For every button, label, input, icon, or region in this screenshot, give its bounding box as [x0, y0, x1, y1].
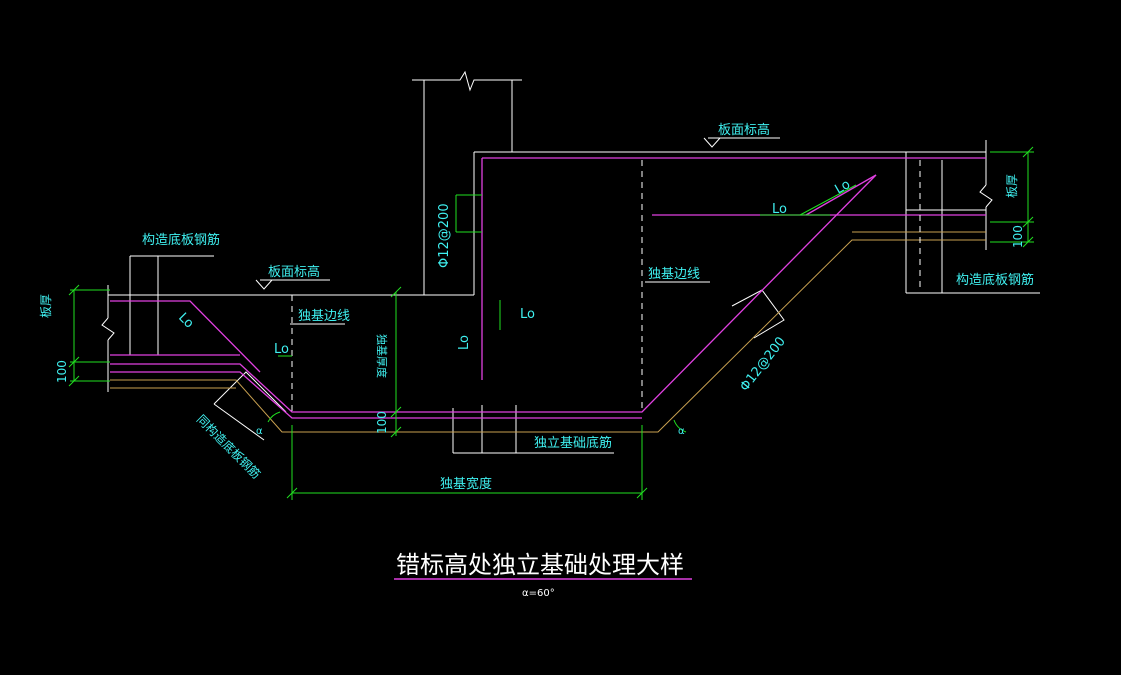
footing-edge-dashes — [291, 160, 921, 412]
dimension-lines — [68, 146, 1034, 500]
label-lo-1: Lo — [520, 307, 535, 322]
label-dim-100-left: 100 — [55, 360, 69, 383]
label-footing-width: 独基宽度 — [440, 476, 492, 492]
angle-arcs — [267, 411, 687, 433]
label-lo-3: Lo — [772, 202, 787, 217]
label-dim-100-right: 100 — [1011, 225, 1025, 248]
label-rebar-vertical: Φ12@200 — [437, 203, 452, 268]
label-footing-bottom-rebar: 独立基础底筋 — [534, 435, 612, 451]
label-slab-thick-right: 板厚 — [1005, 174, 1019, 198]
label-slab-top-elev-right: 板面标高 — [718, 122, 770, 138]
label-lo-6: Lo — [833, 177, 854, 197]
elevation-marks — [255, 137, 780, 454]
drawing-title: 错标高处独立基础处理大样 — [396, 551, 684, 579]
label-footing-thickness: 独基厚度 — [375, 334, 389, 378]
drawing-subtitle: α=60° — [522, 588, 555, 599]
label-slab-thick-left: 板厚 — [39, 294, 53, 318]
label-struct-bottom-rebar-right: 构造底板钢筋 — [956, 272, 1034, 288]
label-alpha-left: α — [256, 426, 263, 437]
label-struct-bottom-rebar-left: 构造底板钢筋 — [142, 232, 220, 248]
cushion-line — [110, 231, 986, 433]
label-lo-2: Lo — [274, 342, 289, 357]
label-footing-edge-right: 独基边线 — [648, 267, 700, 282]
label-dim-100-mid: 100 — [375, 411, 389, 434]
label-slab-top-elev-left: 板面标高 — [268, 264, 320, 280]
label-alpha-right: α — [678, 426, 685, 437]
label-footing-edge-left: 独基边线 — [298, 309, 350, 324]
label-lo-4: Lo — [457, 335, 472, 350]
